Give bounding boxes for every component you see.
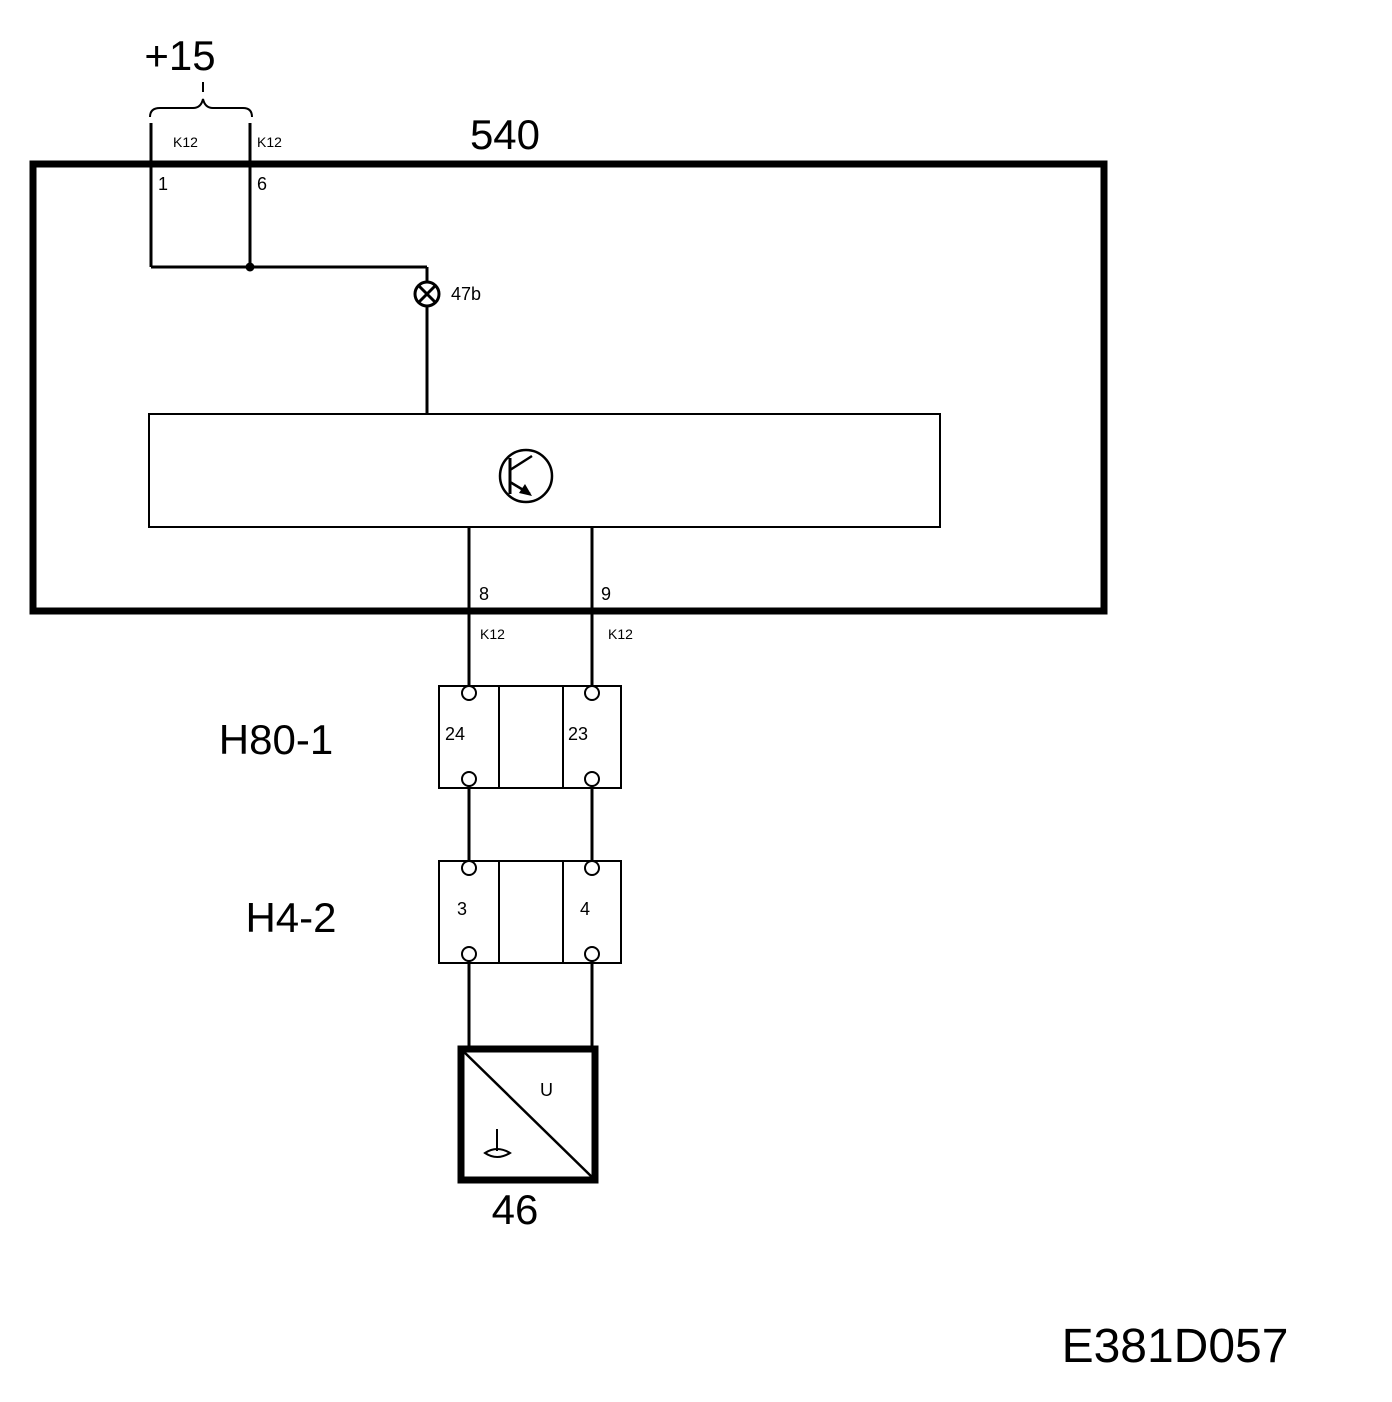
transistor-icon [498, 448, 554, 504]
ground-icon [483, 1129, 512, 1158]
connector-h80-1-left-pin: 24 [445, 724, 465, 744]
pin-label-6: 6 [257, 174, 267, 194]
driver-box [148, 413, 941, 528]
sensor-symbol-text: U [540, 1080, 553, 1100]
connector-label-pin-8: K12 [480, 626, 505, 642]
connector-h80-1 [438, 685, 622, 789]
connector-label-pin-6: K12 [257, 134, 282, 150]
supply-brace [149, 98, 253, 118]
connector-label-h80-1: H80-1 [219, 716, 333, 763]
pin-label-1: 1 [158, 174, 168, 194]
pin-label-8: 8 [479, 584, 489, 604]
connector-h4-2-right-pin: 4 [580, 899, 590, 919]
lamp-icon [413, 280, 441, 308]
supply-label: +15 [144, 32, 215, 79]
connector-label-h4-2: H4-2 [245, 894, 336, 941]
sensor-46 [457, 1045, 599, 1184]
sensor-label: 46 [492, 1186, 539, 1233]
connector-h4-2 [438, 860, 622, 964]
connector-h4-2-left-pin: 3 [457, 899, 467, 919]
lamp-label: 47b [451, 284, 481, 304]
junction-dot [245, 262, 255, 272]
connector-label-pin-1: K12 [173, 134, 198, 150]
module-label: 540 [470, 111, 540, 158]
module-540-box [29, 160, 1108, 615]
pin-label-9: 9 [601, 584, 611, 604]
connector-label-pin-9: K12 [608, 626, 633, 642]
figure-code: E381D057 [1062, 1320, 1289, 1373]
connector-h80-1-right-pin: 23 [568, 724, 588, 744]
